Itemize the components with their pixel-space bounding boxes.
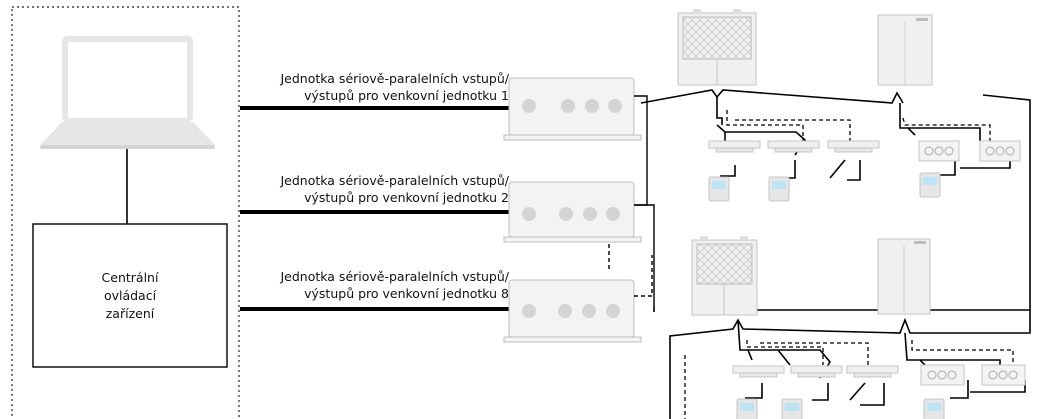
outdoor-unit-bottom-right — [877, 238, 931, 315]
outdoor-unit-top-right — [877, 14, 933, 86]
remote-controller-top-3 — [919, 172, 941, 198]
top-system-dashed-wiring — [726, 110, 991, 142]
io-unit-label-1-line-2: výstupů pro venkovní jednotku 1 — [304, 88, 509, 103]
io-unit-2 — [503, 181, 642, 243]
outdoor-unit-top-left — [677, 9, 757, 86]
indoor-unit-top-3 — [827, 140, 880, 153]
central-zone-boundary — [11, 6, 240, 419]
indoor-unit-top-1 — [708, 140, 761, 153]
io-unit-label-2-line-2: výstupů pro venkovní jednotku 2 — [304, 190, 509, 205]
indoor-unit-bottom-2 — [790, 365, 843, 378]
cassette-unit-bottom-1 — [920, 364, 965, 386]
controller-label-line-3: zařízení — [105, 305, 155, 321]
central-controller-label: Centrální ovládací zařízení — [33, 224, 227, 367]
bottom-system-wiring — [653, 306, 1031, 419]
io-unit-label-8: Jednotka sériově-paralelních vstupů/ výs… — [281, 268, 510, 302]
remote-controller-top-2 — [768, 176, 790, 202]
controller-label-line-1: Centrální — [101, 269, 159, 285]
indoor-unit-bottom-3 — [846, 365, 899, 378]
io-unit-label-2-line-1: Jednotka sériově-paralelních vstupů/ — [280, 173, 510, 188]
io-unit-1 — [503, 77, 642, 141]
io-unit-label-8-line-1: Jednotka sériově-paralelních vstupů/ — [280, 269, 510, 284]
central-controller-box — [32, 223, 228, 368]
remote-controller-bottom-2 — [781, 398, 803, 419]
laptop-icon — [40, 36, 215, 149]
io-unit-8 — [503, 279, 642, 343]
io-unit-label-1: Jednotka sériově-paralelních vstupů/ výs… — [281, 70, 510, 104]
io-wiring — [634, 95, 655, 306]
cassette-unit-top-1 — [918, 140, 960, 162]
cassette-unit-bottom-2 — [981, 364, 1026, 386]
remote-controller-bottom-3 — [923, 398, 945, 419]
io-unit-label-1-line-1: Jednotka sériově-paralelních vstupů/ — [280, 71, 510, 86]
remote-controller-bottom-1 — [736, 398, 758, 419]
controller-label-line-2: ovládací — [103, 287, 157, 303]
remote-controller-top-1 — [708, 176, 730, 202]
top-system-wiring — [640, 89, 1031, 311]
bottom-system-dashed-wiring — [684, 340, 1014, 419]
io-unit-label-2: Jednotka sériově-paralelních vstupů/ výs… — [281, 172, 510, 206]
cassette-unit-top-2 — [979, 140, 1021, 162]
outdoor-unit-bottom-left — [691, 236, 758, 316]
indoor-unit-top-2 — [767, 140, 820, 153]
indoor-unit-bottom-1 — [732, 365, 785, 378]
io-unit-label-8-line-2: výstupů pro venkovní jednotku 8 — [304, 286, 509, 301]
